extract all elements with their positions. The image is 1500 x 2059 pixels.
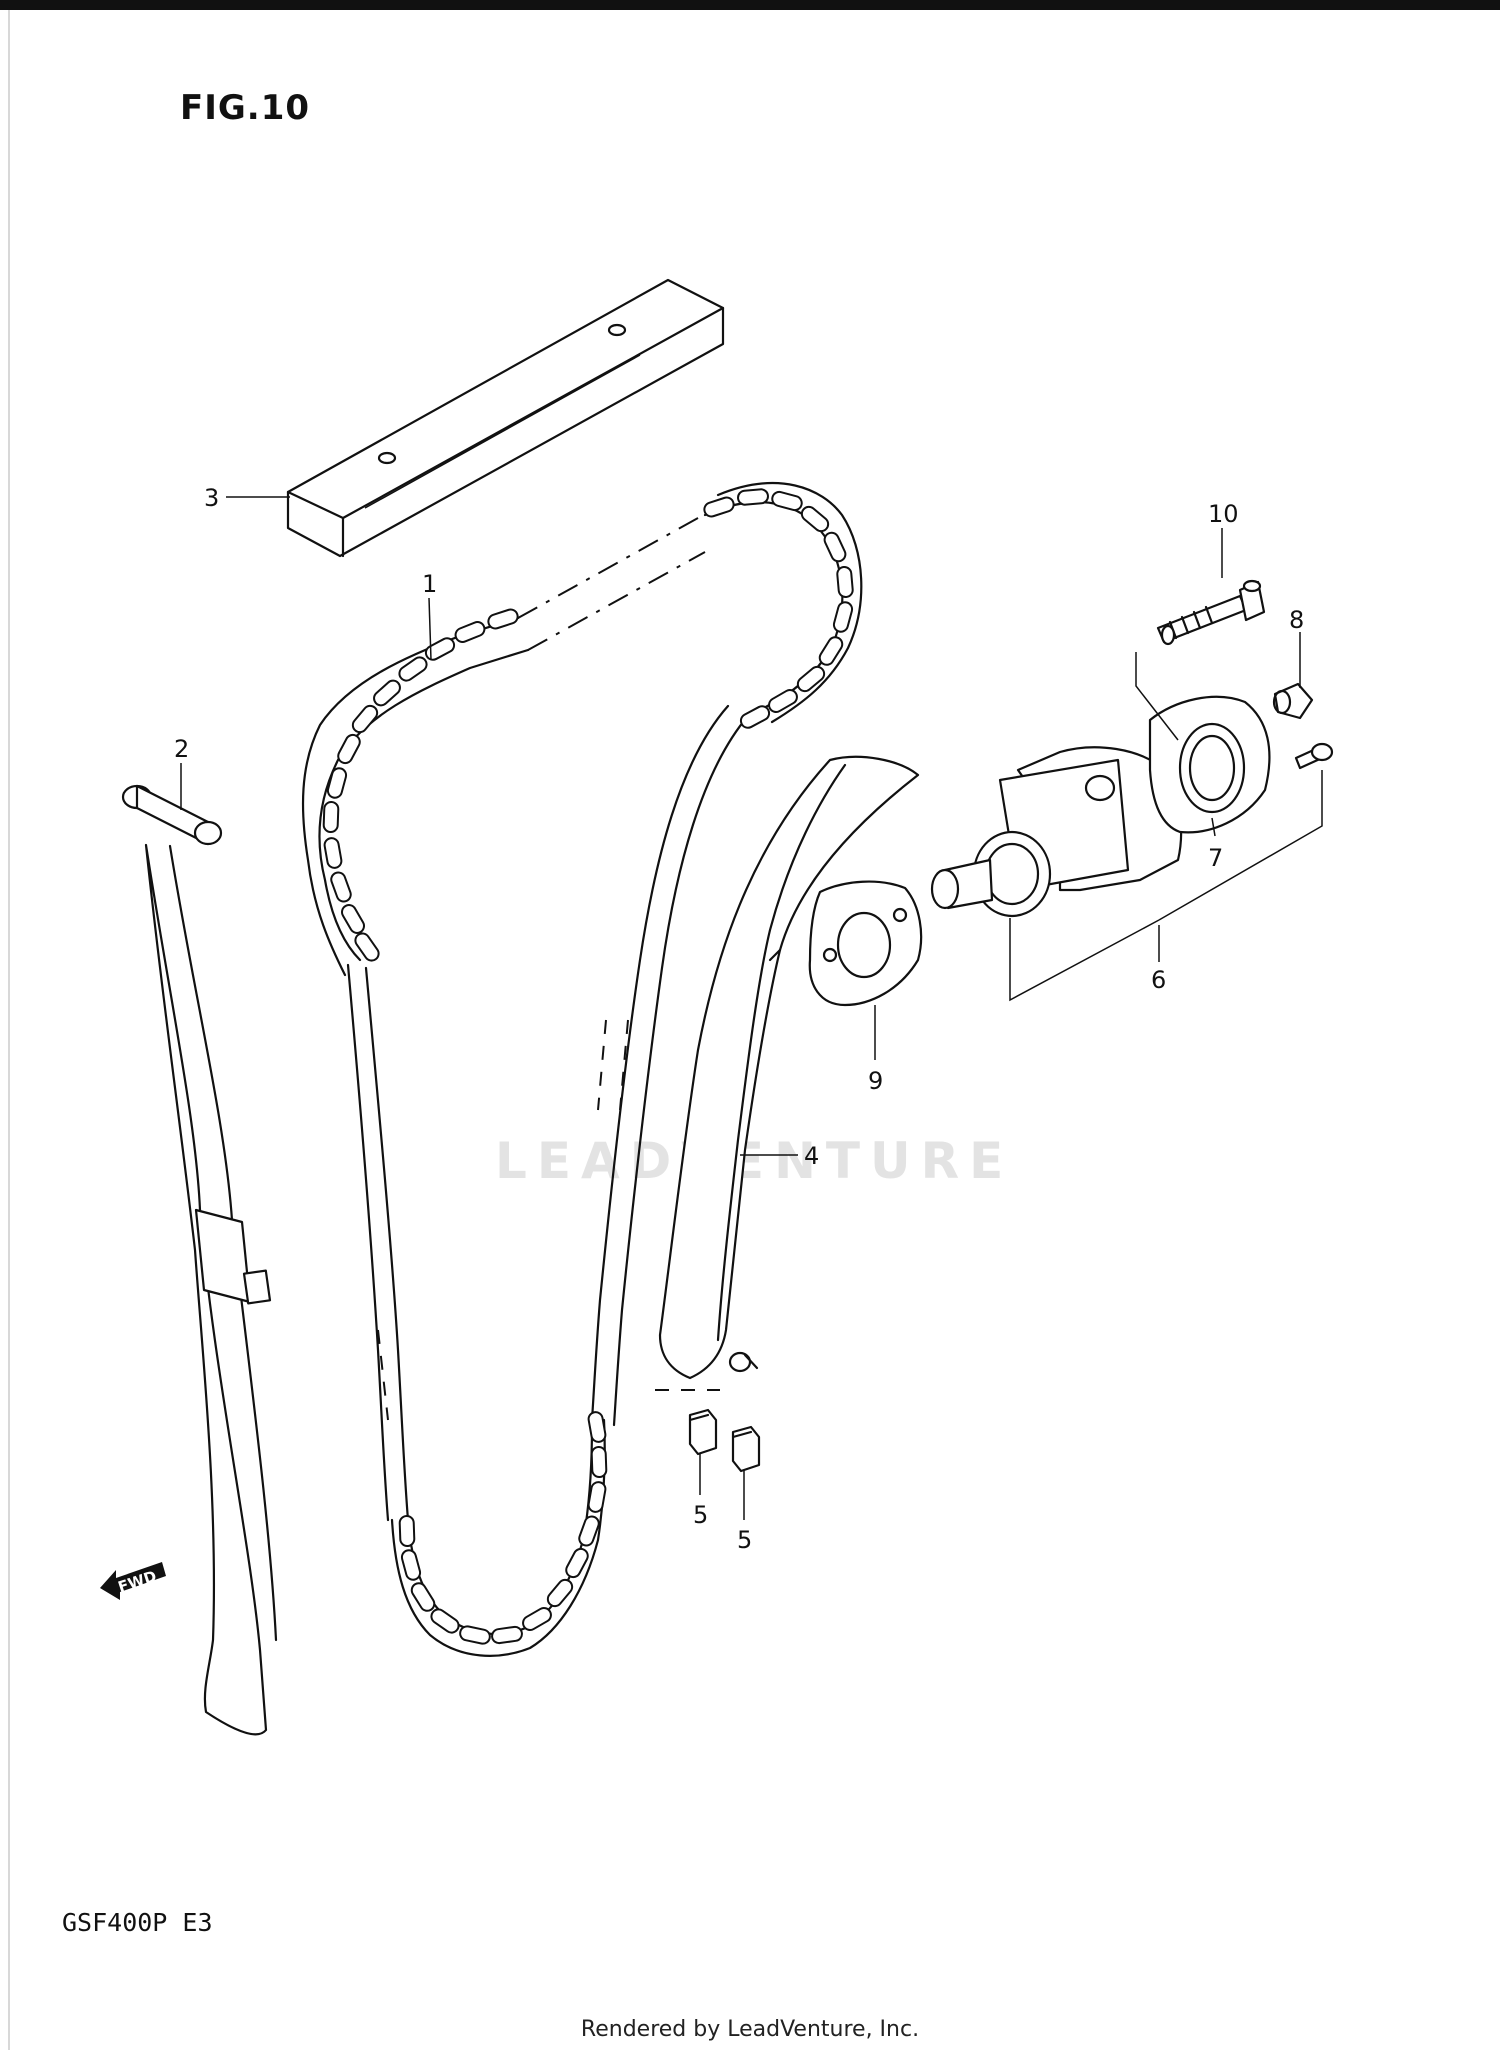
part-7-gasket <box>1148 695 1271 834</box>
callout-6: 6 <box>1151 966 1166 994</box>
callout-5b: 5 <box>737 1526 752 1554</box>
callout-1: 1 <box>422 570 437 598</box>
part-2-chain-guide-left <box>121 784 278 1736</box>
part-4-tensioner-arm <box>655 755 920 1391</box>
callout-9: 9 <box>868 1067 883 1095</box>
model-code: GSF400P E3 <box>62 1908 213 1937</box>
callout-8: 8 <box>1289 606 1304 634</box>
top-border <box>0 0 1500 10</box>
part-3-chain-guide-top <box>286 278 725 558</box>
part-9-gasket <box>808 880 923 1007</box>
leader-lines <box>180 496 1323 1520</box>
part-8-plug <box>1272 682 1314 720</box>
callout-10: 10 <box>1208 500 1239 528</box>
part-5-dowel-pins <box>688 1408 761 1473</box>
figure-title: FIG.10 <box>180 88 311 128</box>
callout-7: 7 <box>1208 844 1223 872</box>
callout-2: 2 <box>174 735 189 763</box>
fwd-label: FWD <box>116 1567 159 1596</box>
part-1-cam-chain <box>301 482 863 1657</box>
callout-3: 3 <box>204 484 219 512</box>
callout-labels: 1 2 3 4 5 5 6 7 8 9 10 <box>174 484 1304 1554</box>
small-screw <box>1294 742 1334 770</box>
watermark: LEADVENTURE <box>495 1132 1014 1190</box>
scan-edge <box>8 10 10 2050</box>
callout-5a: 5 <box>693 1501 708 1529</box>
fwd-direction-arrow: FWD <box>100 1562 166 1600</box>
callout-4: 4 <box>804 1142 819 1170</box>
part-10-bolt <box>1156 579 1266 646</box>
footer-credit: Rendered by LeadVenture, Inc. <box>580 2017 920 2042</box>
part-6-tensioner-adjuster <box>930 746 1183 918</box>
